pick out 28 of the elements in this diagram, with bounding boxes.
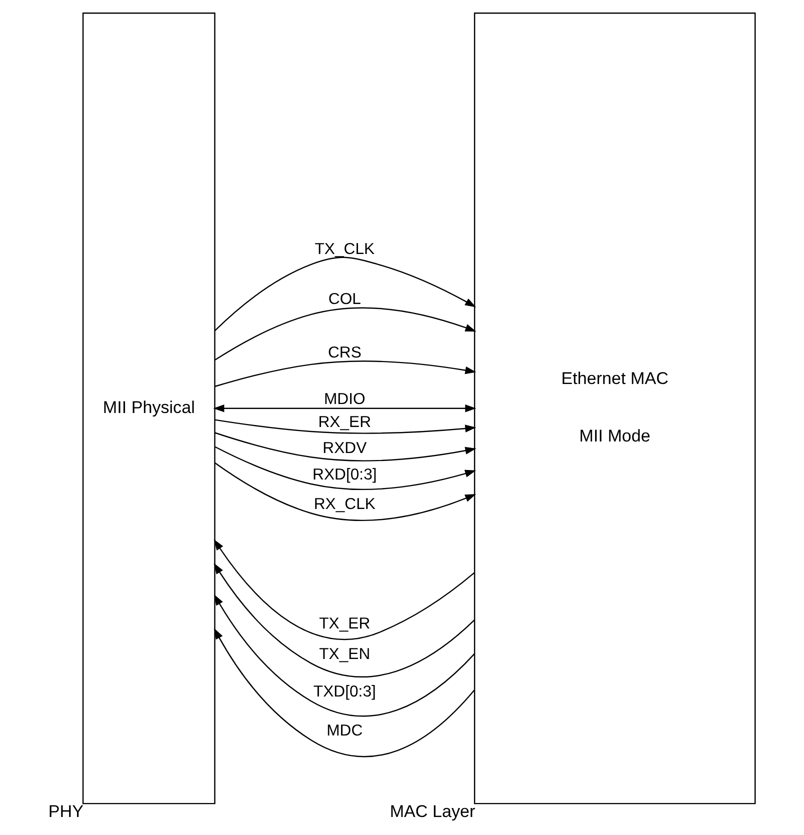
edge-label: TX_EN [319,646,370,663]
node-box: MII Physical [82,12,216,804]
arrow [214,594,476,717]
edge-label: RXDV [322,440,367,457]
arrow [214,563,475,678]
edge-label: RX_CLK [314,496,376,513]
edge-label: TX_CLK [314,240,375,258]
edge-label: CRS [328,344,362,362]
arrow [214,462,476,521]
node-box: Ethernet MAC MII Mode [474,12,756,804]
edge-label: TX_ER [319,615,370,632]
arrow [214,539,475,640]
node-label: PHY [48,802,84,822]
arrow [214,446,476,490]
arrow [214,432,476,462]
edge-label: COL [328,290,361,308]
edge-label: MDIO [324,390,366,408]
arrow [214,256,476,332]
arrow [214,307,476,360]
arrow [214,419,476,434]
edge-label: MDC [326,722,363,740]
arrow [213,404,476,412]
arrow [214,360,476,387]
arrow [214,628,475,758]
edge-label: TXD[0:3] [313,684,376,701]
edge-label: RXD[0:3] [312,466,377,484]
edge-label: RX_ER [318,414,372,432]
node-label: MAC Layer [390,802,476,822]
